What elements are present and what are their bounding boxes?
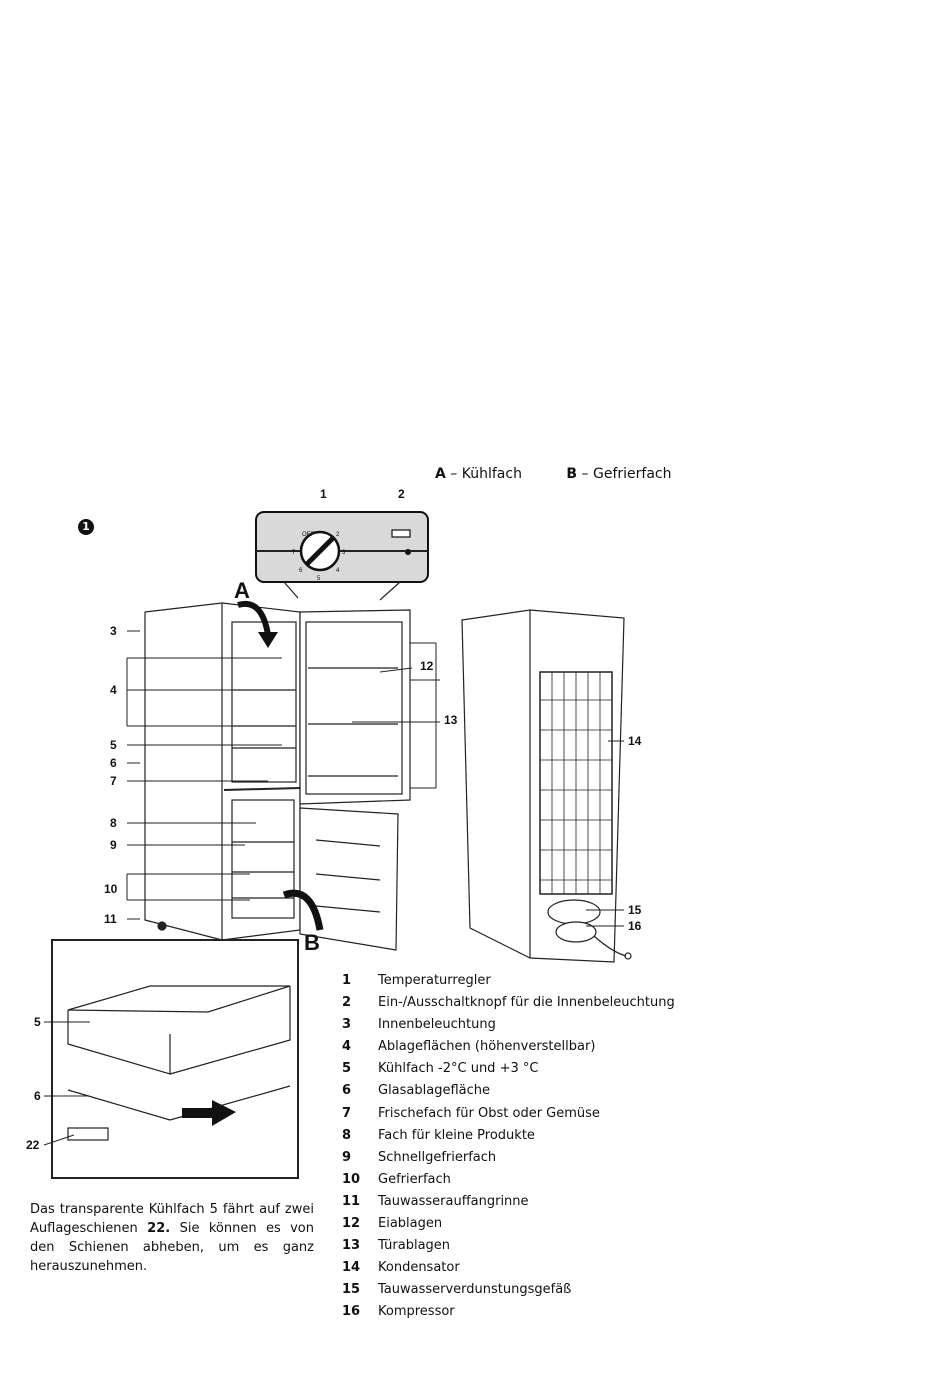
detail-callout-5: 5 [34, 1015, 41, 1029]
part-label: Schnellgefrierfach [378, 1149, 497, 1165]
front-fridge [144, 600, 411, 951]
parts-list-item: 14 Kondensator [342, 1257, 675, 1279]
part-number: 7 [342, 1105, 352, 1121]
part-label: Tauwasserverdunstungsgefäß [378, 1282, 572, 1298]
arrow-label-b: B [304, 930, 320, 955]
part-label: Glasablagefläche [378, 1083, 491, 1099]
part-number: 14 [342, 1260, 361, 1276]
part-number: 16 [342, 1304, 361, 1320]
callout-3: 3 [110, 624, 117, 638]
part-label: Kondensator [378, 1260, 460, 1276]
parts-list-item: 9 Schnellgefrierfach [342, 1147, 675, 1169]
back-fridge [461, 609, 632, 963]
parts-list: 1 Temperaturregler 2 Ein-/Ausschaltknopf fü… [342, 970, 675, 1324]
callout-10: 10 [104, 882, 118, 896]
parts-list-item: 3 Innenbeleuchtung [342, 1014, 675, 1036]
dial-mark: 5 [317, 576, 321, 582]
caption-text-1: Das transparente Kühlfach 5 fährt auf zw… [30, 1202, 314, 1236]
callout-2: 2 [398, 487, 405, 501]
part-number: 4 [342, 1039, 352, 1055]
figure-number-marker: 1 [78, 519, 94, 535]
part-label: Kühlfach -2°C und +3 °C [378, 1061, 539, 1077]
callout-16: 16 [628, 919, 642, 933]
parts-list-item: 13 Türablagen [342, 1235, 675, 1257]
parts-list-item: 11 Tauwasserauffangrinne [342, 1191, 675, 1213]
callout-1: 1 [320, 487, 327, 501]
part-label: Temperaturregler [378, 973, 491, 988]
part-label: Ein-/Ausschaltknopf für die Innenbeleuch… [378, 995, 675, 1011]
part-label: Innenbeleuchtung [378, 1017, 496, 1033]
part-label: Ablageflächen (höhenverstellbar) [378, 1039, 596, 1055]
parts-list-item: 2 Ein-/Ausschaltknopf für die Innenbeleuc… [342, 992, 675, 1014]
callout-13: 13 [444, 713, 458, 727]
parts-list-item: 16 Kompressor [342, 1301, 675, 1323]
dial-mark: 4 [336, 568, 340, 574]
compartment-legend: A – Kühlfach B – Gefrierfach [435, 466, 671, 482]
detail-callout-22: 22 [26, 1138, 40, 1152]
dial-mark: 6 [299, 568, 303, 574]
detail-inset [51, 939, 299, 1179]
parts-list-item: 8 Fach für kleine Produkte [342, 1125, 675, 1147]
part-number: 6 [342, 1083, 352, 1099]
dial-mark: 7 [292, 550, 296, 556]
callout-12: 12 [420, 659, 434, 673]
part-number: 1 [342, 973, 352, 988]
part-label: Gefrierfach [378, 1171, 451, 1187]
part-number: 13 [342, 1238, 361, 1254]
callout-15: 15 [628, 903, 642, 917]
part-number: 5 [342, 1061, 352, 1077]
part-label: Türablagen [378, 1238, 451, 1254]
callout-9: 9 [110, 838, 117, 852]
callout-11: 11 [104, 912, 117, 926]
caption-text-2: Sie können es von den Schienen abheben, … [30, 1221, 314, 1274]
dial-mark: OFF [302, 532, 314, 538]
part-number: 9 [342, 1149, 352, 1165]
caption-bold-ref: 22. [147, 1221, 171, 1236]
part-label: Kompressor [378, 1304, 455, 1320]
dial-mark: 3 [342, 550, 346, 556]
parts-list-item: 7 Frischefach für Obst oder Gemüse [342, 1103, 675, 1125]
part-number: 11 [342, 1193, 361, 1209]
parts-list-item: 1 Temperaturregler [342, 970, 675, 992]
legend-item-b: B – Gefrierfach [566, 466, 672, 482]
parts-list-item: 10 Gefrierfach [342, 1169, 675, 1191]
callout-7: 7 [110, 774, 117, 788]
part-number: 8 [342, 1127, 352, 1143]
part-label: Eiablagen [378, 1216, 443, 1232]
part-number: 2 [342, 995, 352, 1011]
parts-list-item: 4 Ablageflächen (höhenverstellbar) [342, 1036, 675, 1058]
callout-5: 5 [110, 738, 117, 752]
parts-list-item: 6 Glasablagefläche [342, 1080, 675, 1102]
leader-lines [43, 630, 624, 1146]
callout-14: 14 [628, 734, 642, 748]
part-label: Frischefach für Obst oder Gemüse [378, 1105, 600, 1121]
parts-list-item: 12 Eiablagen [342, 1213, 675, 1235]
dial-mark: 2 [336, 532, 340, 538]
parts-list-item: 15 Tauwasserverdunstungsgefäß [342, 1279, 675, 1301]
callout-4: 4 [110, 683, 117, 697]
part-label: Tauwasserauffangrinne [378, 1193, 529, 1209]
callout-6: 6 [110, 756, 117, 770]
part-number: 10 [342, 1171, 361, 1187]
detail-callout-6: 6 [34, 1089, 41, 1103]
part-label: Fach für kleine Produkte [378, 1127, 535, 1143]
legend-item-a: A – Kühlfach [435, 466, 522, 482]
control-panel [255, 511, 429, 601]
arrow-label-a: A [234, 578, 250, 603]
callout-8: 8 [110, 816, 117, 830]
parts-list-item: 5 Kühlfach -2°C und +3 °C [342, 1058, 675, 1080]
part-number: 15 [342, 1282, 361, 1298]
detail-caption: Das transparente Kühlfach 5 fährt auf zw… [30, 1200, 314, 1276]
part-number: 12 [342, 1216, 361, 1232]
part-number: 3 [342, 1017, 352, 1033]
